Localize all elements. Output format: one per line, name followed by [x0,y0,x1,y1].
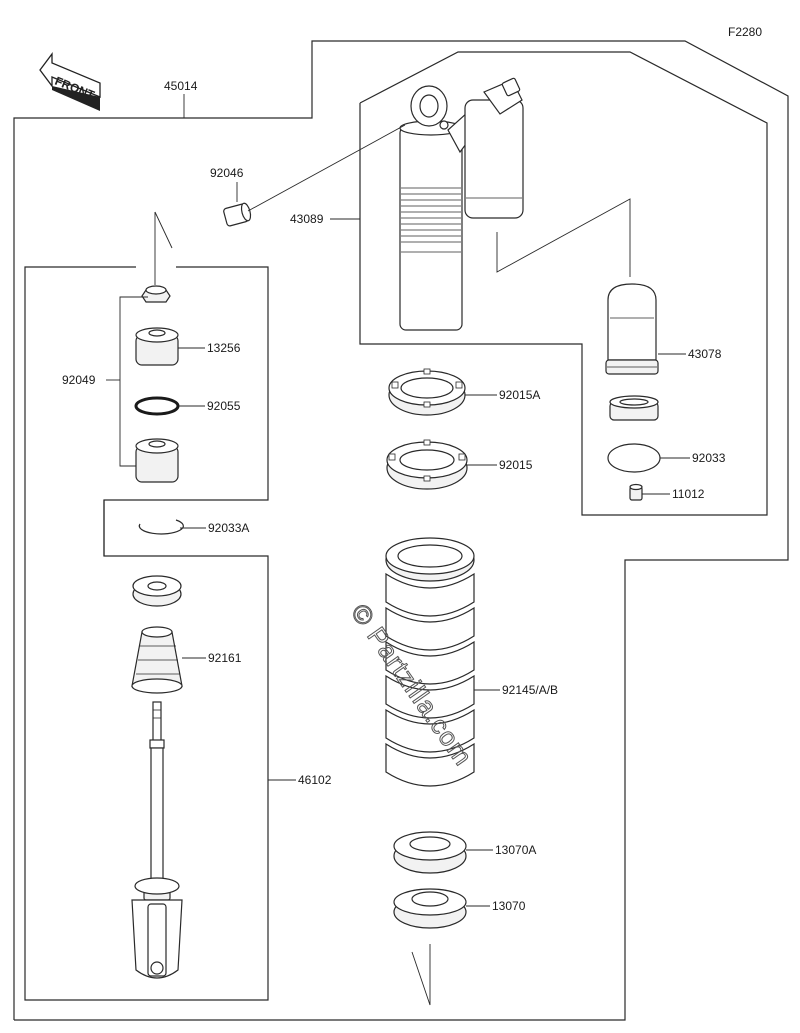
reservoir-cap [609,395,659,421]
spring-guide-a [393,831,467,874]
piston-nut [141,285,171,303]
front-arrow-icon: FRONT [39,52,101,111]
part-label-46102: 46102 [298,773,332,787]
figure-code: F2280 [728,25,762,39]
part-label-92033: 92033 [692,451,726,465]
spring-guide [393,888,467,929]
part-label-45014: 45014 [164,79,198,93]
part-label-92161: 92161 [208,651,242,665]
part-label-92046: 92046 [210,166,244,180]
circlip [138,519,184,535]
rod-guide [132,575,182,607]
part-label-92049: 92049 [62,373,96,387]
lock-nut [386,439,468,490]
part-label-92015A: 92015A [499,388,540,402]
assembly-frame [13,40,789,1021]
piston-rod [131,701,183,979]
piston-upper [135,327,179,366]
lock-nut-a [388,368,466,416]
part-label-13256: 13256 [207,341,241,355]
bushing [223,202,252,227]
part-label-43089: 43089 [290,212,324,226]
shock-body-frame [359,51,768,516]
part-label-92033A: 92033A [208,521,249,535]
reservoir-bladder [605,283,659,375]
part-label-92145: 92145/A/B [502,683,558,697]
bump-rubber [131,626,183,694]
part-label-43078: 43078 [688,347,722,361]
coil-spring [385,537,475,787]
circlip-reservoir [607,443,661,473]
piston-group-frame [24,266,269,1001]
shock-body [399,77,524,331]
valve-cap [629,483,643,501]
part-label-92055: 92055 [207,399,241,413]
part-label-11012: 11012 [672,487,705,501]
piston-lower [135,438,179,483]
part-label-92015: 92015 [499,458,533,472]
o-ring [134,396,180,416]
part-label-13070: 13070 [492,899,526,913]
part-label-13070A: 13070A [495,843,536,857]
